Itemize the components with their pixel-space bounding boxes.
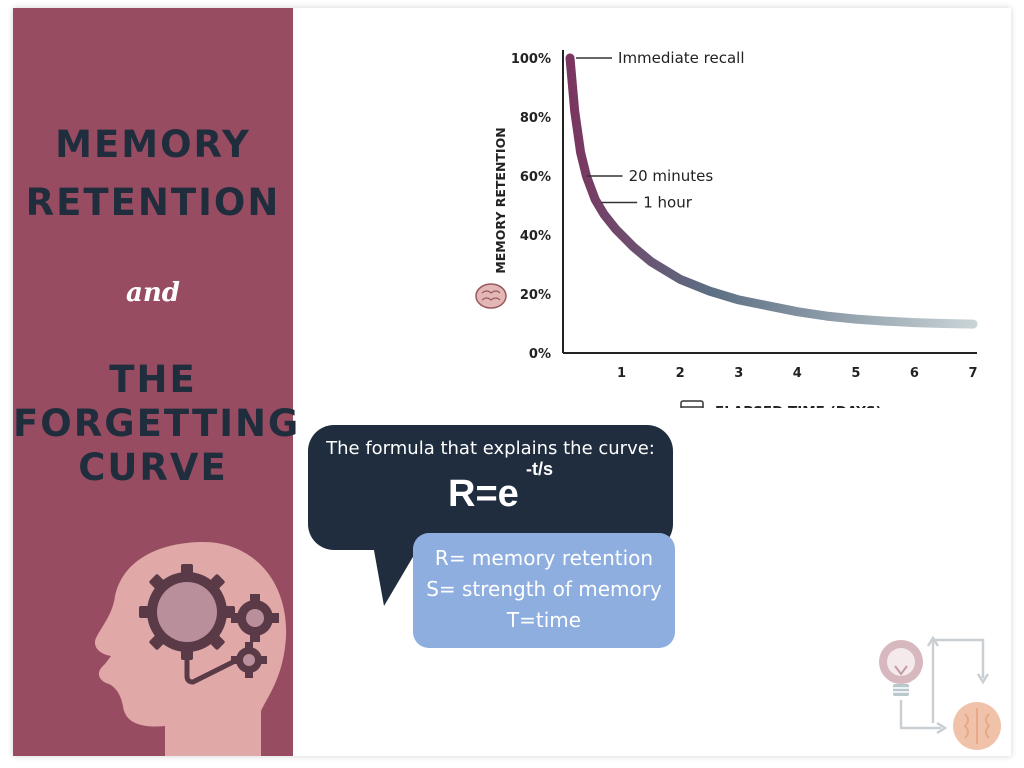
sidebar-panel: MEMORY RETENTION and THE FORGETTING CURV… <box>13 8 301 756</box>
y-tick-label: 20% <box>520 288 551 303</box>
infographic-frame: MEMORY RETENTION and THE FORGETTING CURV… <box>13 8 1011 756</box>
lightbulb-icon <box>879 640 923 696</box>
x-tick-label: 5 <box>851 366 860 381</box>
retention-curve <box>565 53 978 329</box>
brain-icon-folds <box>481 290 501 301</box>
formula-text: R=e <box>448 473 519 515</box>
y-tick-label: 60% <box>520 170 551 185</box>
x-axis-label: ELAPSED TIME (DAYS) <box>715 404 882 408</box>
formula-bubble: The formula that explains the curve: -t/… <box>308 425 673 550</box>
head-gears-icon <box>94 542 287 756</box>
brain-icon <box>953 702 1001 750</box>
x-tick-label: 1 <box>617 366 626 381</box>
idea-cycle-graphic <box>879 635 1001 750</box>
title-bottom: THE FORGETTING CURVE <box>13 358 301 490</box>
title-top: MEMORY RETENTION <box>13 116 293 232</box>
variable-definition: S= strength of memory <box>426 577 662 601</box>
annotation-label: 20 minutes <box>629 167 714 185</box>
x-tick-label: 3 <box>734 366 743 381</box>
forgetting-curve-chart: 0% 20% 40% 60% 80% 100% 1 2 3 4 5 6 7 Immediate recal… <box>475 49 978 408</box>
x-tick-label: 6 <box>910 366 919 381</box>
variable-definition: R= memory retention <box>434 546 654 570</box>
y-axis-label: MEMORY RETENTION <box>493 127 508 273</box>
formula-exponent: -t/s <box>526 459 553 479</box>
x-tick-label: 7 <box>968 366 977 381</box>
brain-icon <box>475 283 507 309</box>
title-line: THE <box>109 358 197 401</box>
annotation-label: Immediate recall <box>618 49 744 67</box>
title-line: RETENTION <box>25 181 281 224</box>
annotation-label: 1 hour <box>643 194 693 212</box>
title-line: MEMORY <box>55 123 251 166</box>
title-connector: and <box>126 278 180 308</box>
title-line: FORGETTING <box>13 402 301 445</box>
variables-bubble: R= memory retention S= strength of memor… <box>413 533 675 648</box>
y-tick-label: 100% <box>511 52 551 67</box>
y-tick-label: 40% <box>520 229 551 244</box>
y-tick-label: 0% <box>529 347 551 362</box>
y-tick-label: 80% <box>520 111 551 126</box>
formula-caption: The formula that explains the curve: <box>326 438 655 459</box>
x-tick-label: 4 <box>793 366 802 381</box>
x-tick-label: 2 <box>676 366 685 381</box>
variable-definition: T=time <box>506 608 582 632</box>
title-line: CURVE <box>78 446 228 489</box>
